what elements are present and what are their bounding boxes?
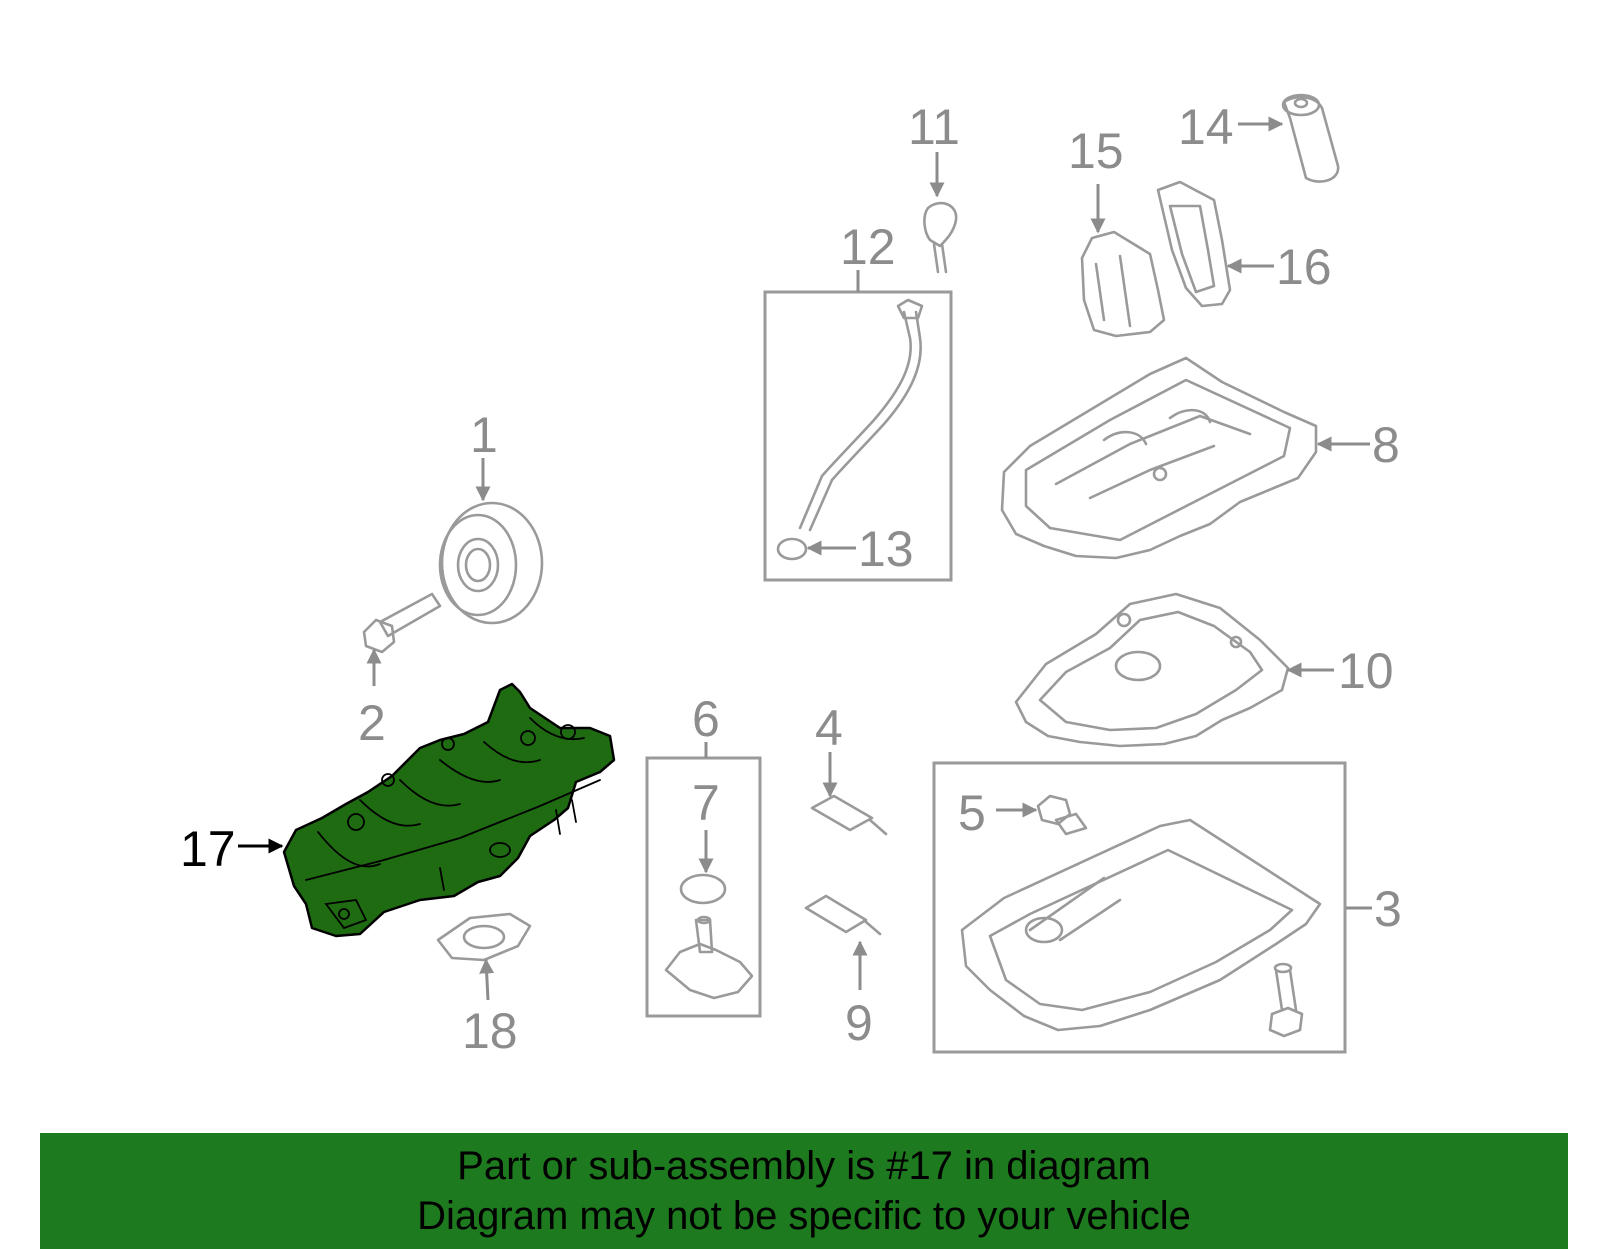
callout-7: 7 (692, 775, 720, 831)
callout-5: 5 (958, 785, 986, 841)
box-part-3 (932, 761, 1347, 1054)
part-9-sensor[interactable] (804, 894, 882, 936)
part-18-gasket[interactable] (436, 912, 532, 962)
banner-line-1: Part or sub-assembly is #17 in diagram (457, 1144, 1151, 1188)
callout-1: 1 (470, 407, 498, 463)
callout-10: 10 (1338, 643, 1394, 699)
part-8-upper-oil-pan[interactable] (1000, 356, 1318, 560)
callout-9: 9 (845, 995, 873, 1051)
callout-17: 17 (180, 821, 236, 877)
callout-12: 12 (840, 219, 896, 275)
callout-13: 13 (858, 521, 914, 577)
callout-6: 6 (692, 691, 720, 747)
callout-3: 3 (1374, 881, 1402, 937)
callout-14: 14 (1178, 99, 1234, 155)
callout-11: 11 (908, 99, 960, 155)
part-15-filter-housing[interactable] (1080, 230, 1166, 338)
callout-18: 18 (462, 1003, 518, 1059)
part-12-dipstick-tube[interactable] (798, 298, 924, 532)
part-7-o-ring[interactable] (679, 873, 727, 905)
callout-15: 15 (1068, 123, 1124, 179)
part-14-oil-filter[interactable] (1281, 93, 1340, 183)
part-13-o-ring[interactable] (776, 537, 808, 561)
parts-diagram: 1 2 3 4 5 6 7 8 9 10 11 12 13 14 15 16 1… (180, 93, 1402, 1059)
part-10-gasket[interactable] (1014, 592, 1290, 748)
part-5-drain-plug[interactable] (1036, 794, 1088, 836)
leader-18 (479, 958, 495, 1001)
part-3-lower-oil-pan[interactable] (960, 818, 1322, 1038)
part-11-dipstick-handle[interactable] (923, 201, 958, 274)
part-1-pulley[interactable] (438, 501, 544, 625)
info-banner: Part or sub-assembly is #17 in diagram D… (40, 1133, 1568, 1249)
part-17-intake-manifold[interactable] (282, 682, 616, 938)
part-16-baffle[interactable] (1156, 180, 1232, 308)
callout-2: 2 (358, 695, 386, 751)
banner-line-2: Diagram may not be specific to your vehi… (417, 1194, 1191, 1238)
part-4-sensor[interactable] (810, 794, 888, 836)
box-part-6 (645, 756, 762, 1018)
callout-8: 8 (1372, 417, 1400, 473)
callout-4: 4 (815, 700, 843, 756)
part-6-oil-level-sensor[interactable] (664, 915, 754, 1000)
callout-16: 16 (1276, 239, 1332, 295)
part-2-bolt[interactable] (362, 592, 442, 654)
